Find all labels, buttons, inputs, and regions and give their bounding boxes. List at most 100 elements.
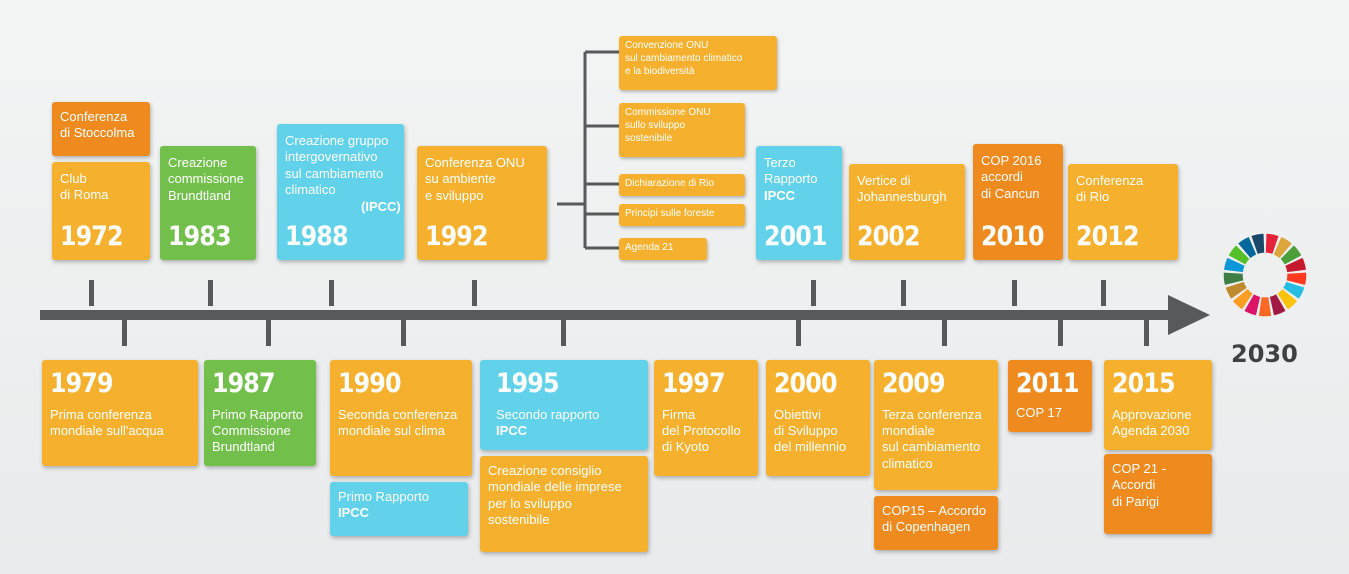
- event-year: 2012: [1076, 221, 1139, 253]
- event-label: Approvazione Agenda 2030: [1112, 406, 1192, 438]
- sdg-wheel-icon: [1223, 233, 1307, 317]
- event-2015-cop21: COP 21 - Accordi di Parigi: [1104, 454, 1212, 534]
- event-2011: 2011 COP 17: [1008, 360, 1092, 432]
- tick-2015: [1144, 320, 1149, 346]
- event-year: 2001: [764, 221, 827, 253]
- event-year: 2015: [1112, 368, 1175, 399]
- event-year: 1995: [496, 368, 559, 399]
- sdg-wheel-segment: [1228, 245, 1250, 265]
- event-label: Conferenza di Rio: [1076, 173, 1144, 205]
- sdg-wheel-segment: [1258, 297, 1272, 317]
- sdg-wheel-segment: [1224, 257, 1245, 273]
- event-2009-cop15: COP15 – Accordo di Copenhagen: [874, 496, 998, 550]
- event-year: 1983: [168, 221, 231, 253]
- tick-1979: [122, 320, 127, 346]
- sdg-wheel-segment: [1273, 237, 1292, 258]
- event-1995-wbcsd: Creazione consiglio mondiale delle impre…: [480, 456, 648, 552]
- tick-2009: [942, 320, 947, 346]
- event-label: COP15 – Accordo di Copenhagen: [882, 503, 987, 535]
- event-year: 2002: [857, 221, 920, 253]
- timeline-axis: [40, 310, 1190, 320]
- tick-1987: [266, 320, 271, 346]
- sdg-wheel-segment: [1283, 281, 1305, 299]
- event-year: 2010: [981, 221, 1044, 253]
- event-2012: Conferenza di Rio 2012: [1068, 164, 1178, 260]
- event-year: 1990: [338, 368, 401, 399]
- sdg-wheel-segment: [1225, 281, 1247, 299]
- event-label: COP 21 - Accordi di Parigi: [1112, 461, 1166, 509]
- event-label: Seconda conferenza mondiale sul clima: [338, 406, 458, 438]
- event-year: 2009: [882, 368, 945, 399]
- timeline-arrow-head: [1168, 295, 1210, 335]
- event-1997: 1997 Firma del Protocollo di Kyoto: [654, 360, 758, 476]
- tick-1972: [89, 280, 94, 306]
- tick-2010: [1012, 280, 1017, 306]
- sdg-wheel-segment: [1244, 294, 1261, 316]
- event-1990-ipcc: Primo Rapporto IPCC: [330, 482, 468, 536]
- rio-outcomes-bracket: [557, 50, 621, 250]
- rio-outcome: Commissione ONU sullo sviluppo sostenibi…: [619, 103, 745, 157]
- event-1972: Club di Roma 1972: [52, 162, 150, 260]
- event-year: 1972: [60, 221, 123, 253]
- event-label-bold: IPCC: [764, 187, 796, 203]
- sdg-wheel-segment: [1251, 233, 1265, 254]
- event-label: Primo Rapporto Commissione Brundtland: [212, 406, 304, 455]
- rio-outcome: Agenda 21: [619, 238, 707, 260]
- rio-outcome: Principi sulle foreste: [619, 204, 745, 226]
- sdg-wheel-segment: [1232, 289, 1253, 310]
- event-label: COP 2016 accordi di Cancun: [981, 153, 1042, 201]
- sdg-wheel-segment: [1238, 237, 1257, 258]
- sdg-wheel-segment: [1223, 272, 1244, 285]
- sdg-wheel-segment: [1280, 245, 1302, 265]
- event-2010: COP 2016 accordi di Cancun 2010: [973, 144, 1063, 260]
- event-label: Conferenza di Stoccolma: [60, 109, 135, 141]
- event-2000: 2000 Obiettivi di Sviluppo del millennio: [766, 360, 870, 476]
- event-2015: 2015 Approvazione Agenda 2030: [1104, 360, 1212, 450]
- event-label-bold: IPCC: [496, 423, 528, 438]
- event-1983: Creazione commissione Brundtland 1983: [160, 146, 256, 260]
- event-2001: Terzo Rapporto IPCC 2001: [756, 146, 842, 260]
- event-1988: Creazione gruppo intergovernativo sul ca…: [277, 124, 404, 260]
- event-label: Prima conferenza mondiale sull'acqua: [50, 406, 164, 438]
- tick-2011: [1058, 320, 1063, 346]
- event-label: COP 17: [1016, 404, 1063, 420]
- event-year: 1987: [212, 368, 275, 399]
- event-1995: 1995 Secondo rapporto IPCC: [480, 360, 648, 450]
- event-year: 1988: [285, 221, 348, 253]
- event-label: Club di Roma: [60, 171, 109, 203]
- event-2002: Vertice di Johannesburgh 2002: [849, 164, 965, 260]
- event-label: Terza conferenza mondiale sul cambiament…: [882, 406, 982, 471]
- event-label: Firma del Protocollo di Kyoto: [662, 406, 741, 455]
- event-label: Conferenza ONU su ambiente e sviluppo: [425, 155, 525, 203]
- tick-2002: [901, 280, 906, 306]
- event-year: 1992: [425, 221, 488, 253]
- sdg-wheel-segment: [1286, 272, 1307, 285]
- tick-1995: [561, 320, 566, 346]
- event-label: Creazione consiglio mondiale delle impre…: [488, 463, 622, 527]
- event-label: Creazione gruppo intergovernativo sul ca…: [285, 133, 389, 197]
- tick-1988: [329, 280, 334, 306]
- tick-2012: [1101, 280, 1106, 306]
- sdg-wheel-segment: [1269, 294, 1286, 316]
- tick-2000: [796, 320, 801, 346]
- event-1987: 1987 Primo Rapporto Commissione Brundtla…: [204, 360, 316, 466]
- end-year: 2030: [1231, 340, 1298, 368]
- event-label: Primo Rapporto: [338, 489, 430, 504]
- event-2009: 2009 Terza conferenza mondiale sul cambi…: [874, 360, 998, 490]
- event-year: 1997: [662, 368, 725, 399]
- tick-1992: [472, 280, 477, 306]
- sdg-wheel-segment: [1265, 233, 1279, 254]
- tick-2001: [811, 280, 816, 306]
- event-label: Secondo rapporto: [496, 406, 600, 422]
- sdg-wheel-segment: [1285, 257, 1306, 273]
- rio-outcome: Dichiarazione di Rio: [619, 174, 745, 196]
- event-1972-stoccolma: Conferenza di Stoccolma: [52, 102, 150, 156]
- event-year: 1979: [50, 368, 113, 399]
- event-label-bold: (IPCC): [361, 199, 401, 214]
- event-label: Creazione commissione Brundtland: [168, 155, 244, 203]
- tick-1983: [208, 280, 213, 306]
- tick-1990: [401, 320, 406, 346]
- event-label: Obiettivi di Sviluppo del millennio: [774, 406, 847, 455]
- event-label: Vertice di Johannesburgh: [857, 173, 947, 205]
